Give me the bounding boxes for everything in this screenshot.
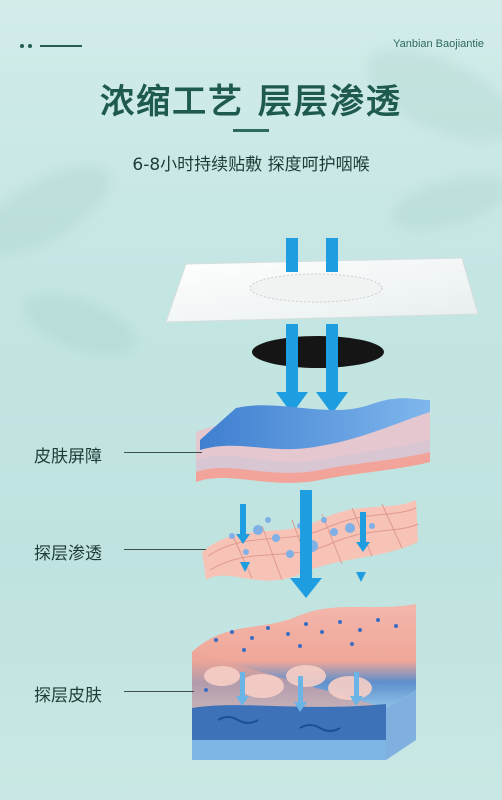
arrow-pen-small-left <box>240 562 250 572</box>
leader-line-deep-penetration <box>124 549 206 550</box>
patch <box>165 257 479 323</box>
decorative-dots <box>20 44 82 48</box>
arrow-deep-right <box>350 672 363 706</box>
deep-skin-layer <box>192 604 416 760</box>
brand-text: Yanbian Baojiantie <box>393 38 484 50</box>
black-disc <box>252 336 384 368</box>
skin-barrier-layer <box>196 398 430 483</box>
arrow-pen-left <box>236 504 250 544</box>
arrow-mid-right <box>316 324 348 414</box>
page-subtitle: 6-8小时持续贴敷 探度呵护咽喉 <box>132 155 370 175</box>
arrow-top-right <box>326 238 338 272</box>
leader-line-deep-skin <box>124 691 194 692</box>
arrow-pen-center <box>290 490 322 598</box>
arrow-deep-left <box>236 672 249 706</box>
leader-line-skin-barrier <box>124 452 202 453</box>
arrow-mid-left <box>276 324 308 414</box>
arrow-pen-small-right <box>356 572 366 582</box>
page-title: 浓缩工艺 层层渗透 <box>100 82 402 122</box>
label-deep-penetration: 探层渗透 <box>34 544 102 564</box>
arrow-pen-right <box>356 512 370 552</box>
arrow-top-left <box>286 238 298 272</box>
label-deep-skin: 探层皮肤 <box>34 686 102 706</box>
arrow-deep-center <box>294 676 307 712</box>
label-skin-barrier: 皮肤屏障 <box>34 447 102 467</box>
title-underline <box>233 129 269 132</box>
